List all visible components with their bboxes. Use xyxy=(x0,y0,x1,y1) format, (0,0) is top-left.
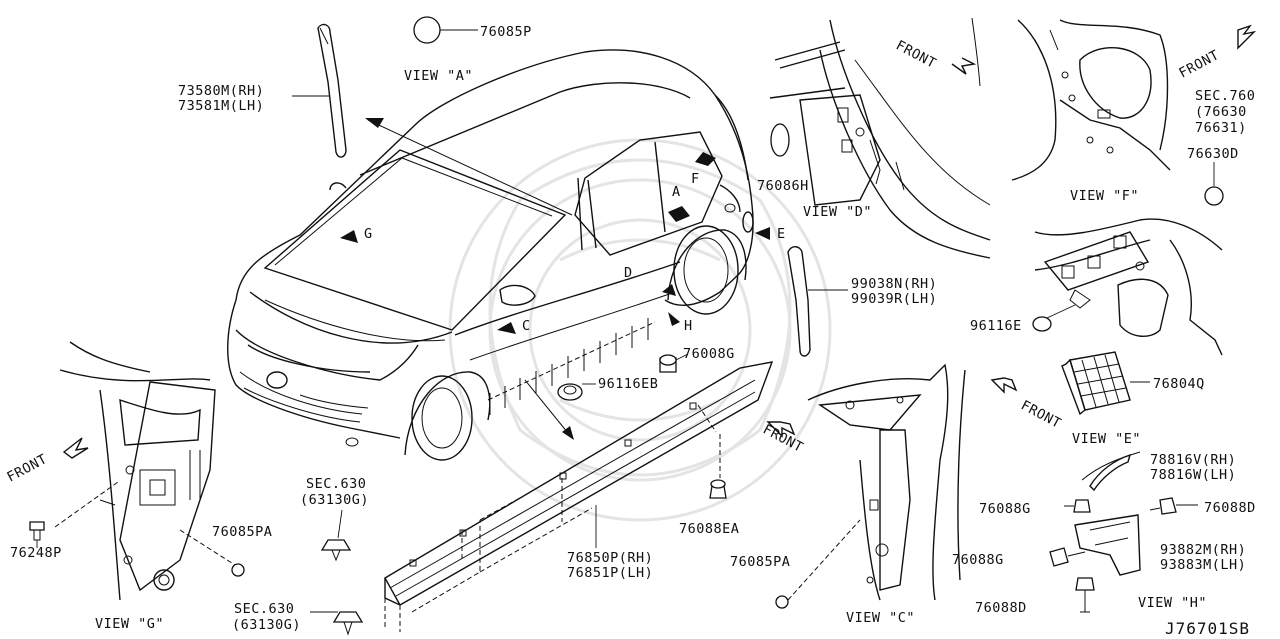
part-label-76804Q: 76804Q xyxy=(1153,376,1205,392)
part-label-96116E: 96116E xyxy=(970,318,1022,334)
part-label-76088D-bottom: 76088D xyxy=(975,600,1027,616)
part-label-93883M-LH: 93883M(LH) xyxy=(1160,557,1246,573)
front-label-e: FRONT xyxy=(1018,397,1064,431)
plug-76085P xyxy=(413,16,478,44)
part-label-76248P: 76248P xyxy=(10,545,62,561)
part-label-76851P-LH: 76851P(LH) xyxy=(567,565,653,581)
callout-d: D xyxy=(624,265,633,281)
front-arrow-g xyxy=(62,437,89,459)
view-d-illustration xyxy=(769,17,991,259)
part-label-76088D-top: 76088D xyxy=(1204,500,1256,516)
view-g-illustration xyxy=(29,341,245,601)
front-arrow-f xyxy=(1237,24,1257,50)
part-label-63130G-bottom: (63130G) xyxy=(232,617,301,633)
front-label-c: FRONT xyxy=(760,421,806,455)
part-label-78816V-RH: 78816V(RH) xyxy=(1150,452,1236,468)
part-label-76088G-mid: 76088G xyxy=(952,552,1004,568)
view-f-illustration xyxy=(1011,19,1224,206)
callout-a: A xyxy=(672,184,681,200)
callout-c: C xyxy=(522,318,531,334)
callout-g: G xyxy=(364,226,373,242)
view-label-h: VIEW "H" xyxy=(1138,595,1207,611)
front-label-g: FRONT xyxy=(4,451,50,485)
callout-arrows xyxy=(340,152,770,334)
part-label-76630: (76630 xyxy=(1195,104,1247,120)
view-label-g: VIEW "G" xyxy=(95,616,164,632)
part-label-73580M-RH: 73580M(RH) xyxy=(178,83,264,99)
part-label-76088EA: 76088EA xyxy=(679,521,739,537)
view-label-c: VIEW "C" xyxy=(846,610,915,626)
diagram-code: J76701SB xyxy=(1165,619,1250,638)
part-label-76088G-top: 76088G xyxy=(979,501,1031,517)
view-h-illustration xyxy=(1049,453,1198,613)
part-label-99038N-RH: 99038N(RH) xyxy=(851,276,937,292)
view-label-e: VIEW "E" xyxy=(1072,431,1141,447)
part-label-73581M-LH: 73581M(LH) xyxy=(178,98,264,114)
part-label-76085PA-g: 76085PA xyxy=(212,524,272,540)
part-label-99039R-LH: 99039R(LH) xyxy=(851,291,937,307)
view-label-f: VIEW "F" xyxy=(1070,188,1139,204)
part-label-78816W-LH: 78816W(LH) xyxy=(1150,467,1236,483)
part-label-96116EB: 96116EB xyxy=(598,376,658,392)
view-label-a: VIEW "A" xyxy=(404,68,473,84)
view-c-illustration xyxy=(787,363,966,601)
part-label-sec630-bottom: SEC.630 xyxy=(234,601,294,617)
part-label-76630D: 76630D xyxy=(1187,146,1239,162)
front-label-d: FRONT xyxy=(893,37,939,71)
part-label-63130G-top: (63130G) xyxy=(300,492,369,508)
part-label-76085PA-c: 76085PA xyxy=(730,554,790,570)
part-label-sec630-top: SEC.630 xyxy=(306,476,366,492)
front-arrow-c xyxy=(766,421,796,438)
front-arrow-e xyxy=(990,377,1018,394)
callout-e: E xyxy=(777,226,786,242)
callout-h: H xyxy=(684,318,693,334)
strip-78816V xyxy=(1081,451,1141,481)
vehicle-illustration xyxy=(227,49,754,461)
part-label-76631: 76631) xyxy=(1195,120,1247,136)
front-label-f: FRONT xyxy=(1176,47,1222,81)
antenna-strip-part xyxy=(317,23,347,158)
part-label-76085P: 76085P xyxy=(480,24,532,40)
front-arrow-d xyxy=(951,57,977,75)
callout-f: F xyxy=(691,171,700,187)
side-sill-molding xyxy=(310,353,789,636)
view-e-illustration xyxy=(1032,218,1223,416)
pillar-strip-part xyxy=(787,246,848,357)
part-label-93882M-RH: 93882M(RH) xyxy=(1160,542,1246,558)
view-label-d: VIEW "D" xyxy=(803,204,872,220)
part-label-76086H: 76086H xyxy=(757,178,809,194)
part-label-76008G: 76008G xyxy=(683,346,735,362)
part-label-76850P-RH: 76850P(RH) xyxy=(567,550,653,566)
part-label-sec760: SEC.760 xyxy=(1195,88,1255,104)
